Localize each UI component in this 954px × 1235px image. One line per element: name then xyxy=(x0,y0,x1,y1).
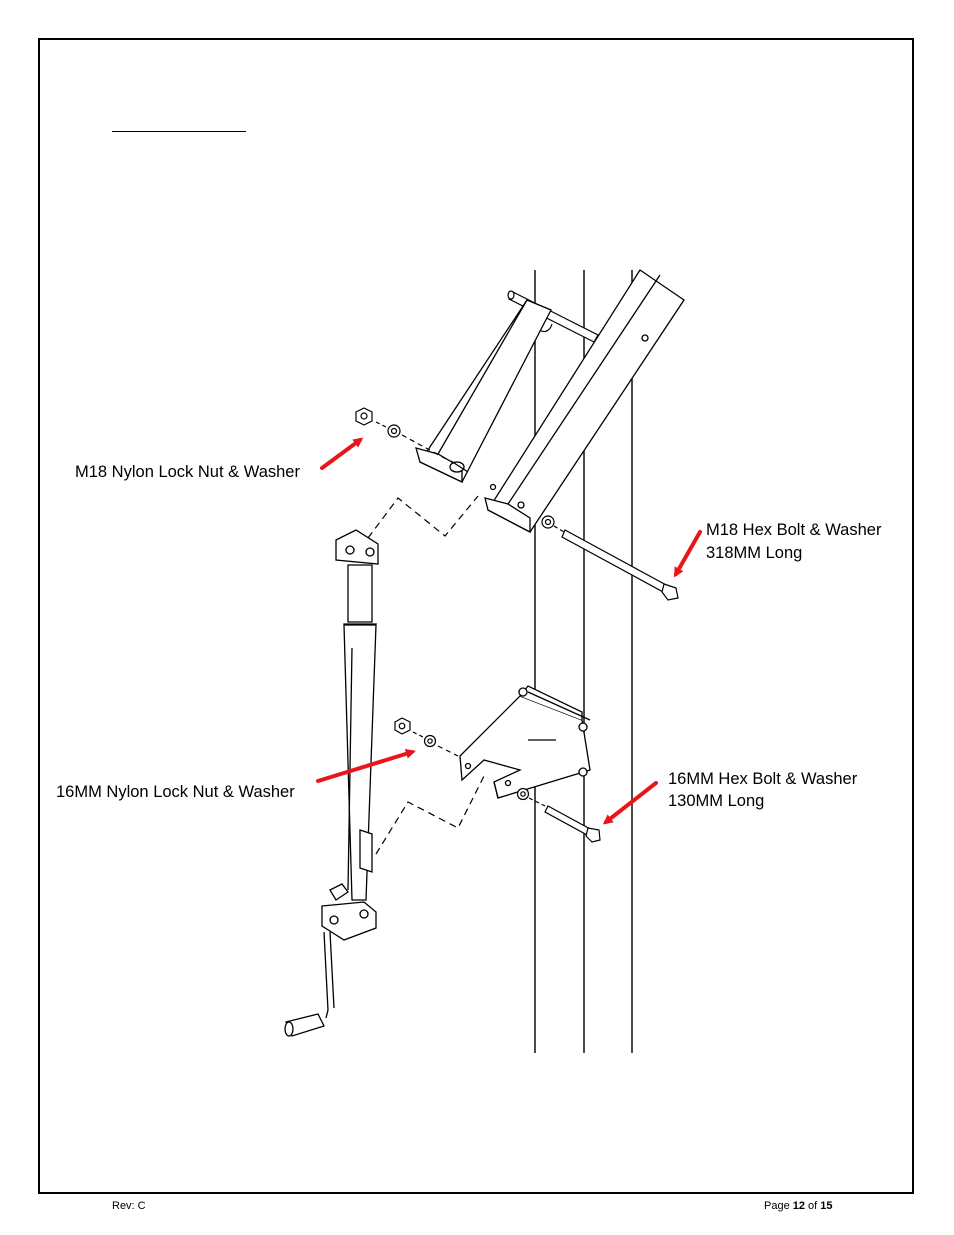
footer-page-number: Page 12 of 15 xyxy=(764,1200,833,1212)
arrow-m18-nut xyxy=(320,437,364,470)
arrow-16mm-nut xyxy=(316,748,416,783)
callout-m18-nut-washer: M18 Nylon Lock Nut & Washer xyxy=(75,463,300,481)
callout-16mm-nut-washer: 16MM Nylon Lock Nut & Washer xyxy=(56,783,295,801)
page-total: 15 xyxy=(820,1200,833,1212)
arrow-m18-bolt xyxy=(674,530,702,578)
m18-bolt-washer xyxy=(541,515,679,601)
upper-guide-line xyxy=(367,495,479,539)
callout-m18-bolt-line1: M18 Hex Bolt & Washer xyxy=(706,521,882,539)
footer-revision: Rev: C xyxy=(112,1200,146,1212)
mount-bracket xyxy=(459,685,591,799)
callout-arrows xyxy=(316,437,702,825)
actuator-jack xyxy=(284,529,379,1037)
page-border xyxy=(38,38,914,1194)
lower-guide-line xyxy=(375,771,487,855)
callout-m18-bolt-line2: 318MM Long xyxy=(706,544,803,562)
right-arm xyxy=(484,269,685,534)
page-prefix: Page xyxy=(764,1200,793,1212)
mm16-bolt-washer xyxy=(516,787,601,843)
left-arm xyxy=(415,299,552,484)
page-current: 12 xyxy=(792,1200,805,1212)
callout-16mm-bolt-line1: 16MM Hex Bolt & Washer xyxy=(668,770,858,788)
page-of: of xyxy=(805,1200,821,1212)
mm16-nut-washer xyxy=(394,717,459,757)
m18-nut-washer xyxy=(355,407,449,461)
callout-16mm-bolt-line2: 130MM Long xyxy=(668,792,765,810)
arrow-16mm-bolt xyxy=(602,781,658,825)
section-heading-underline xyxy=(112,131,246,132)
